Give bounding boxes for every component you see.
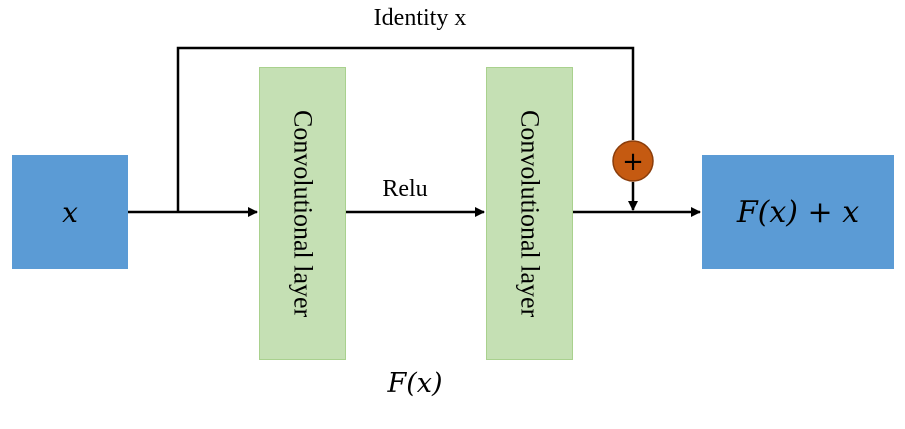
edge-identity-skip	[176, 46, 635, 212]
relu-label: Relu	[382, 176, 428, 202]
output-label: F(x) + x	[736, 194, 860, 230]
function-label: F(x)	[387, 368, 443, 399]
add-node	[612, 140, 654, 182]
conv-layer-2	[486, 67, 573, 360]
add-node-symbol: +	[622, 147, 644, 177]
output-box	[702, 155, 894, 269]
conv-layer-1-label: Convolutional layer	[288, 109, 318, 318]
identity-label: Identity x	[373, 5, 467, 31]
input-box	[12, 155, 128, 269]
conv-layer-1	[259, 67, 346, 360]
input-label: x	[62, 195, 78, 229]
conv-layer-2-label: Convolutional layer	[515, 109, 545, 318]
